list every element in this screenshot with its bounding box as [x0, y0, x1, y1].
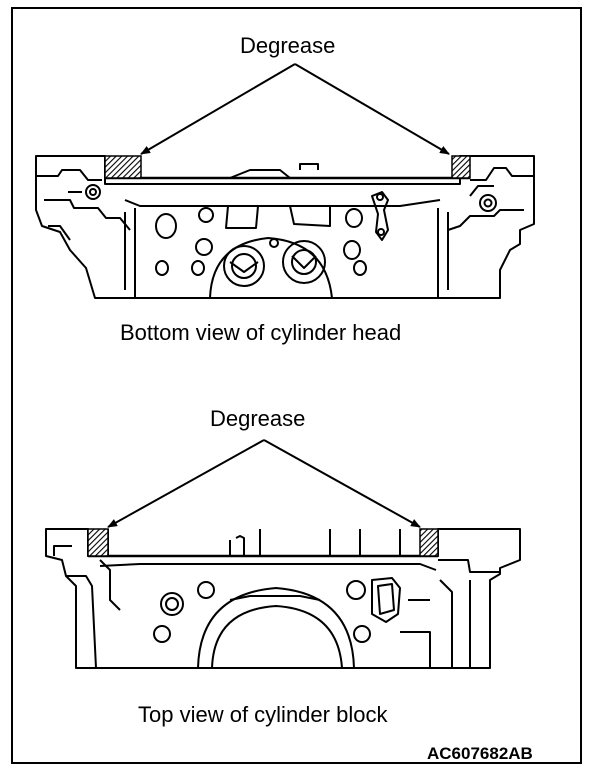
cylinder-block-illustration [45, 528, 521, 669]
degrease-label-head: Degrease [240, 33, 336, 58]
cylinder-head-illustration [35, 155, 535, 299]
degrease-label-block: Degrease [210, 406, 306, 431]
block-degrease-zone-left [87, 528, 109, 557]
figure-reference-code: AC607682AB [427, 744, 533, 763]
head-arrow-left [140, 63, 296, 155]
block-degrease-zone-right [419, 528, 439, 557]
head-arrow-right [294, 63, 450, 155]
head-degrease-zone-left [104, 155, 142, 179]
block-arrow-right [263, 439, 421, 528]
figure-frame [11, 7, 582, 764]
block-arrow-left [107, 439, 265, 528]
head-degrease-zone-right [451, 155, 471, 179]
cylinder-head-caption: Bottom view of cylinder head [120, 320, 402, 345]
cylinder-block-caption: Top view of cylinder block [138, 702, 388, 727]
